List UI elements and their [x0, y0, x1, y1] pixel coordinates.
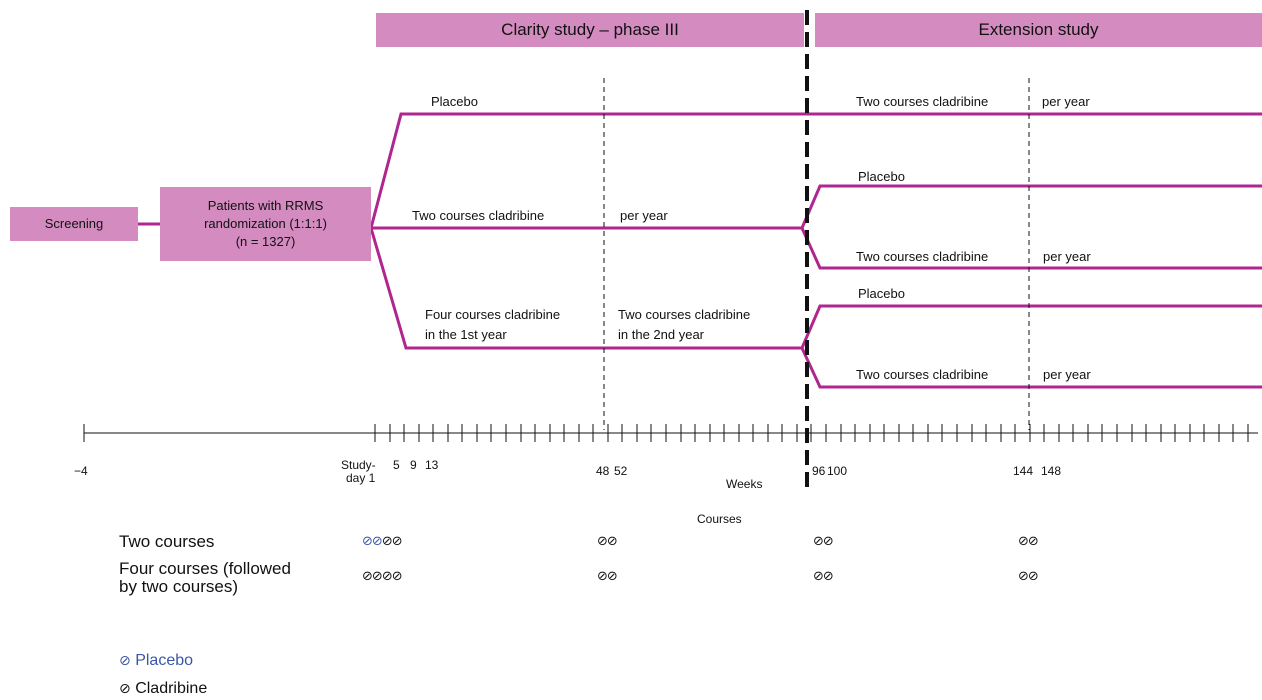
cladribine-pill-icon: ⊘	[597, 533, 608, 548]
cladribine-pill-icon: ⊘	[362, 568, 373, 583]
tick-label-minus4: −4	[74, 464, 88, 478]
patients-line1: Patients with RRMS	[207, 198, 324, 213]
arm-four-courses-branch	[800, 347, 1262, 389]
cladribine-pill-icon: ⊘	[822, 568, 834, 583]
tick-label-13: 13	[425, 458, 439, 472]
axis-ticks	[83, 424, 1249, 442]
pills-four-day1: ⊘⊘⊘⊘	[362, 568, 403, 583]
patients-line3: (n = 1327)	[235, 234, 296, 249]
label-placebo-top: Placebo	[431, 94, 478, 109]
label-ext-two-courses-5: Two courses cladribine	[856, 367, 989, 382]
label-two-courses-2nd-2: in the 2nd year	[618, 327, 705, 342]
cladribine-pill-icon: ⊘	[1018, 533, 1029, 548]
cladribine-pill-icon: ⊘	[822, 533, 834, 548]
patients-box: Patients with RRMS randomization (1:1:1)…	[160, 187, 371, 261]
label-ext-per-year-3: per year	[1043, 249, 1091, 264]
placebo-pill-icon: ⊘	[371, 533, 383, 548]
screening-label: Screening	[44, 216, 104, 231]
cladribine-pill-icon: ⊘	[606, 568, 618, 583]
axis-title-weeks: Weeks	[726, 477, 763, 491]
cladribine-pill-icon: ⊘	[119, 680, 131, 696]
patients-line2: randomization (1:1:1)	[204, 216, 327, 231]
label-ext-two-courses-3: Two courses cladribine	[856, 249, 989, 264]
cladribine-pill-icon: ⊘	[813, 568, 824, 583]
tick-label-96: 96	[812, 464, 826, 478]
tick-label-144: 144	[1013, 464, 1034, 478]
clarity-study-title: Clarity study – phase III	[501, 20, 679, 39]
arm-two-courses	[371, 184, 1262, 230]
label-four-courses-2: in the 1st year	[425, 327, 507, 342]
pills-two-week48: ⊘⊘	[597, 533, 618, 548]
pills-four-week96: ⊘⊘	[813, 568, 834, 583]
tick-label-study-day-2: day 1	[346, 471, 376, 485]
label-ext-per-year-5: per year	[1043, 367, 1091, 382]
axis-title-courses: Courses	[697, 512, 742, 526]
placebo-pill-icon: ⊘	[119, 652, 131, 668]
cladribine-pill-icon: ⊘	[371, 568, 383, 583]
extension-study-title: Extension study	[978, 20, 1099, 39]
row-label-two-courses: Two courses	[119, 532, 215, 551]
tick-label-100: 100	[827, 464, 848, 478]
cladribine-pill-icon: ⊘	[391, 568, 403, 583]
pills-two-week144: ⊘⊘	[1018, 533, 1039, 548]
row-label-four-courses-1: Four courses (followed	[119, 559, 291, 578]
legend-placebo-label: Placebo	[135, 652, 194, 669]
label-four-courses-1: Four courses cladribine	[425, 307, 561, 322]
tick-label-148: 148	[1041, 464, 1062, 478]
cladribine-pill-icon: ⊘	[391, 533, 403, 548]
label-ext-two-courses-1: Two courses cladribine	[856, 94, 989, 109]
legend-cladribine: ⊘ Cladribine	[119, 679, 207, 698]
label-ext-per-year-1: per year	[1042, 94, 1090, 109]
cladribine-pill-icon: ⊘	[1027, 533, 1039, 548]
cladribine-pill-icon: ⊘	[813, 533, 824, 548]
legend-placebo: ⊘ Placebo	[119, 651, 193, 670]
label-two-courses-left: Two courses cladribine	[412, 208, 545, 223]
pills-four-week144: ⊘⊘	[1018, 568, 1039, 583]
tick-label-9: 9	[410, 458, 417, 472]
tick-label-5: 5	[393, 458, 400, 472]
placebo-pill-icon: ⊘	[362, 533, 373, 548]
row-label-four-courses-2: by two courses)	[119, 577, 239, 596]
label-two-courses-2nd-1: Two courses cladribine	[618, 307, 751, 322]
cladribine-pill-icon: ⊘	[1018, 568, 1029, 583]
cladribine-pill-icon: ⊘	[606, 533, 618, 548]
cladribine-pill-icon: ⊘	[1027, 568, 1039, 583]
cladribine-pill-icon: ⊘	[381, 568, 393, 583]
cladribine-pill-icon: ⊘	[597, 568, 608, 583]
arm-placebo-top	[369, 112, 1262, 229]
tick-label-52: 52	[614, 464, 628, 478]
legend-cladribine-label: Cladribine	[135, 680, 208, 697]
cladribine-pill-icon: ⊘	[381, 533, 393, 548]
tick-label-48: 48	[596, 464, 610, 478]
label-per-year-mid: per year	[620, 208, 668, 223]
label-ext-placebo-4: Placebo	[858, 286, 905, 301]
label-ext-placebo-2: Placebo	[858, 169, 905, 184]
pills-two-day1: ⊘⊘⊘⊘	[362, 533, 403, 548]
clarity-study-banner: Clarity study – phase III	[376, 13, 804, 47]
tick-label-study-day-1: Study-	[341, 458, 376, 472]
pills-two-week96: ⊘⊘	[813, 533, 834, 548]
pills-four-week48: ⊘⊘	[597, 568, 618, 583]
extension-study-banner: Extension study	[815, 13, 1262, 47]
screening-box: Screening	[10, 207, 138, 241]
